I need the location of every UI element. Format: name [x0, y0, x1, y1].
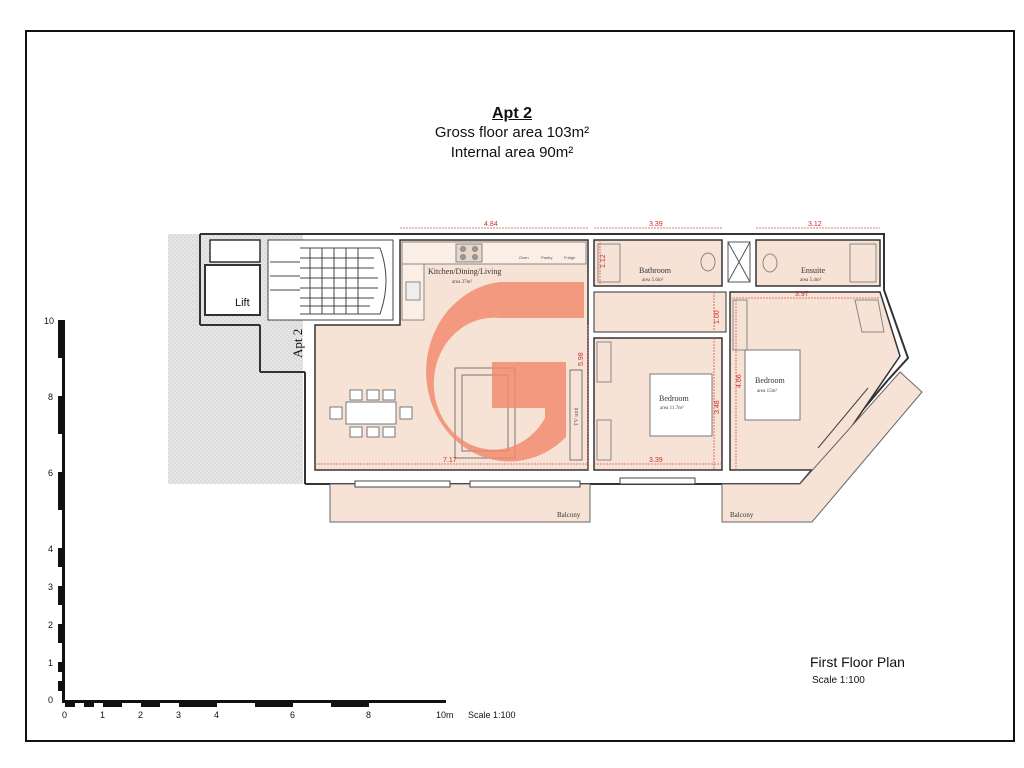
balcony-1-label: Balcony — [557, 511, 581, 519]
dim-3-39-top: 3.39 — [649, 221, 663, 228]
scale-y-label-2: 2 — [48, 620, 53, 630]
bedroom-2-label: Bedroom — [755, 376, 786, 385]
dimension-lines — [315, 227, 880, 470]
bathroom-fixtures — [597, 243, 716, 283]
bedroom-2-room — [729, 291, 901, 471]
scale-y-label-4: 4 — [48, 544, 53, 554]
gross-floor-area: Gross floor area 103m² — [434, 124, 590, 141]
kitchen-counter — [401, 241, 587, 321]
bedroom-2-wardrobe — [732, 299, 885, 351]
scale-y-label-1: 1 — [48, 658, 53, 668]
dim-4-84: 4.84 — [484, 221, 498, 228]
dim-3-12: 3.12 — [808, 221, 822, 228]
ensuite-area: area 5.4m² — [800, 277, 822, 283]
scale-x-label-10m: 10m — [436, 710, 454, 720]
bedroom-1-wardrobe — [596, 341, 612, 461]
balcony-2-label: Balcony — [730, 511, 754, 519]
pantry-label: Pantry — [541, 255, 553, 260]
horizontal-scale-bar — [62, 700, 446, 707]
bathroom-label: Bathroom — [639, 266, 672, 275]
scale-x-label-2: 2 — [138, 710, 143, 720]
bedroom-2-bed — [744, 349, 801, 421]
lift-label: Lift — [235, 297, 250, 309]
watermark-logo — [426, 282, 584, 462]
dim-7-17: 7.17 — [443, 457, 457, 464]
hallway — [593, 291, 727, 333]
vertical-scale-bar — [58, 320, 65, 700]
bedroom-2-area: area 15m² — [757, 388, 777, 394]
scale-x-label-0: 0 — [62, 710, 67, 720]
ensuite-fixtures — [762, 243, 877, 283]
dim-1-00: 1.00 — [714, 310, 721, 324]
dim-4-66: 4.66 — [736, 374, 743, 388]
tv-unit — [569, 369, 583, 461]
dim-1-12: 1.12 — [600, 254, 607, 268]
scale-y-label-0: 0 — [48, 695, 53, 705]
scale-x-label-8: 8 — [366, 710, 371, 720]
scale-y-label-10: 10 — [44, 316, 54, 326]
ensuite-label: Ensuite — [801, 266, 825, 275]
dim-3-97: 3.97 — [795, 291, 809, 298]
dim-5-98: 5.98 — [578, 352, 585, 366]
scale-y-label-6: 6 — [48, 468, 53, 478]
bedroom-1-area: area 11.7m² — [660, 405, 684, 411]
balcony-2 — [721, 371, 923, 523]
drawing-frame — [25, 30, 1015, 742]
dim-3-39-bottom: 3.39 — [649, 457, 663, 464]
scale-y-label-3: 3 — [48, 582, 53, 592]
scale-y-label-8: 8 — [48, 392, 53, 402]
staircase — [267, 239, 394, 321]
service-shaft — [727, 241, 751, 283]
kitchen-area: area 37m² — [452, 279, 472, 285]
bedroom-1-bed — [649, 373, 713, 437]
scale-bar-caption: Scale 1:100 — [468, 710, 516, 720]
apt2-entry-label: Apt 2 — [290, 329, 305, 358]
plan-title: First Floor Plan — [810, 654, 905, 670]
bedroom-1-label: Bedroom — [659, 394, 690, 403]
lift-shaft — [204, 239, 261, 316]
scale-x-label-6: 6 — [290, 710, 295, 720]
balcony-1 — [329, 483, 591, 523]
scale-x-label-4: 4 — [214, 710, 219, 720]
kitchen-label: Kitchen/Dining/Living — [428, 267, 501, 276]
fridge-label: Fridge — [564, 255, 576, 260]
scale-x-label-1: 1 — [100, 710, 105, 720]
dim-3-48: 3.48 — [714, 400, 721, 414]
scale-x-label-3: 3 — [176, 710, 181, 720]
dining-table — [329, 389, 413, 438]
apartment-title: Apt 2 — [492, 105, 532, 122]
internal-area: Internal area 90m² — [450, 144, 574, 161]
bathroom-area: area 5.6m² — [642, 277, 664, 283]
plan-scale: Scale 1:100 — [812, 675, 865, 686]
oven-label: Oven — [519, 255, 529, 260]
tv-unit-label: TV unit — [574, 407, 580, 426]
windows — [354, 387, 869, 488]
